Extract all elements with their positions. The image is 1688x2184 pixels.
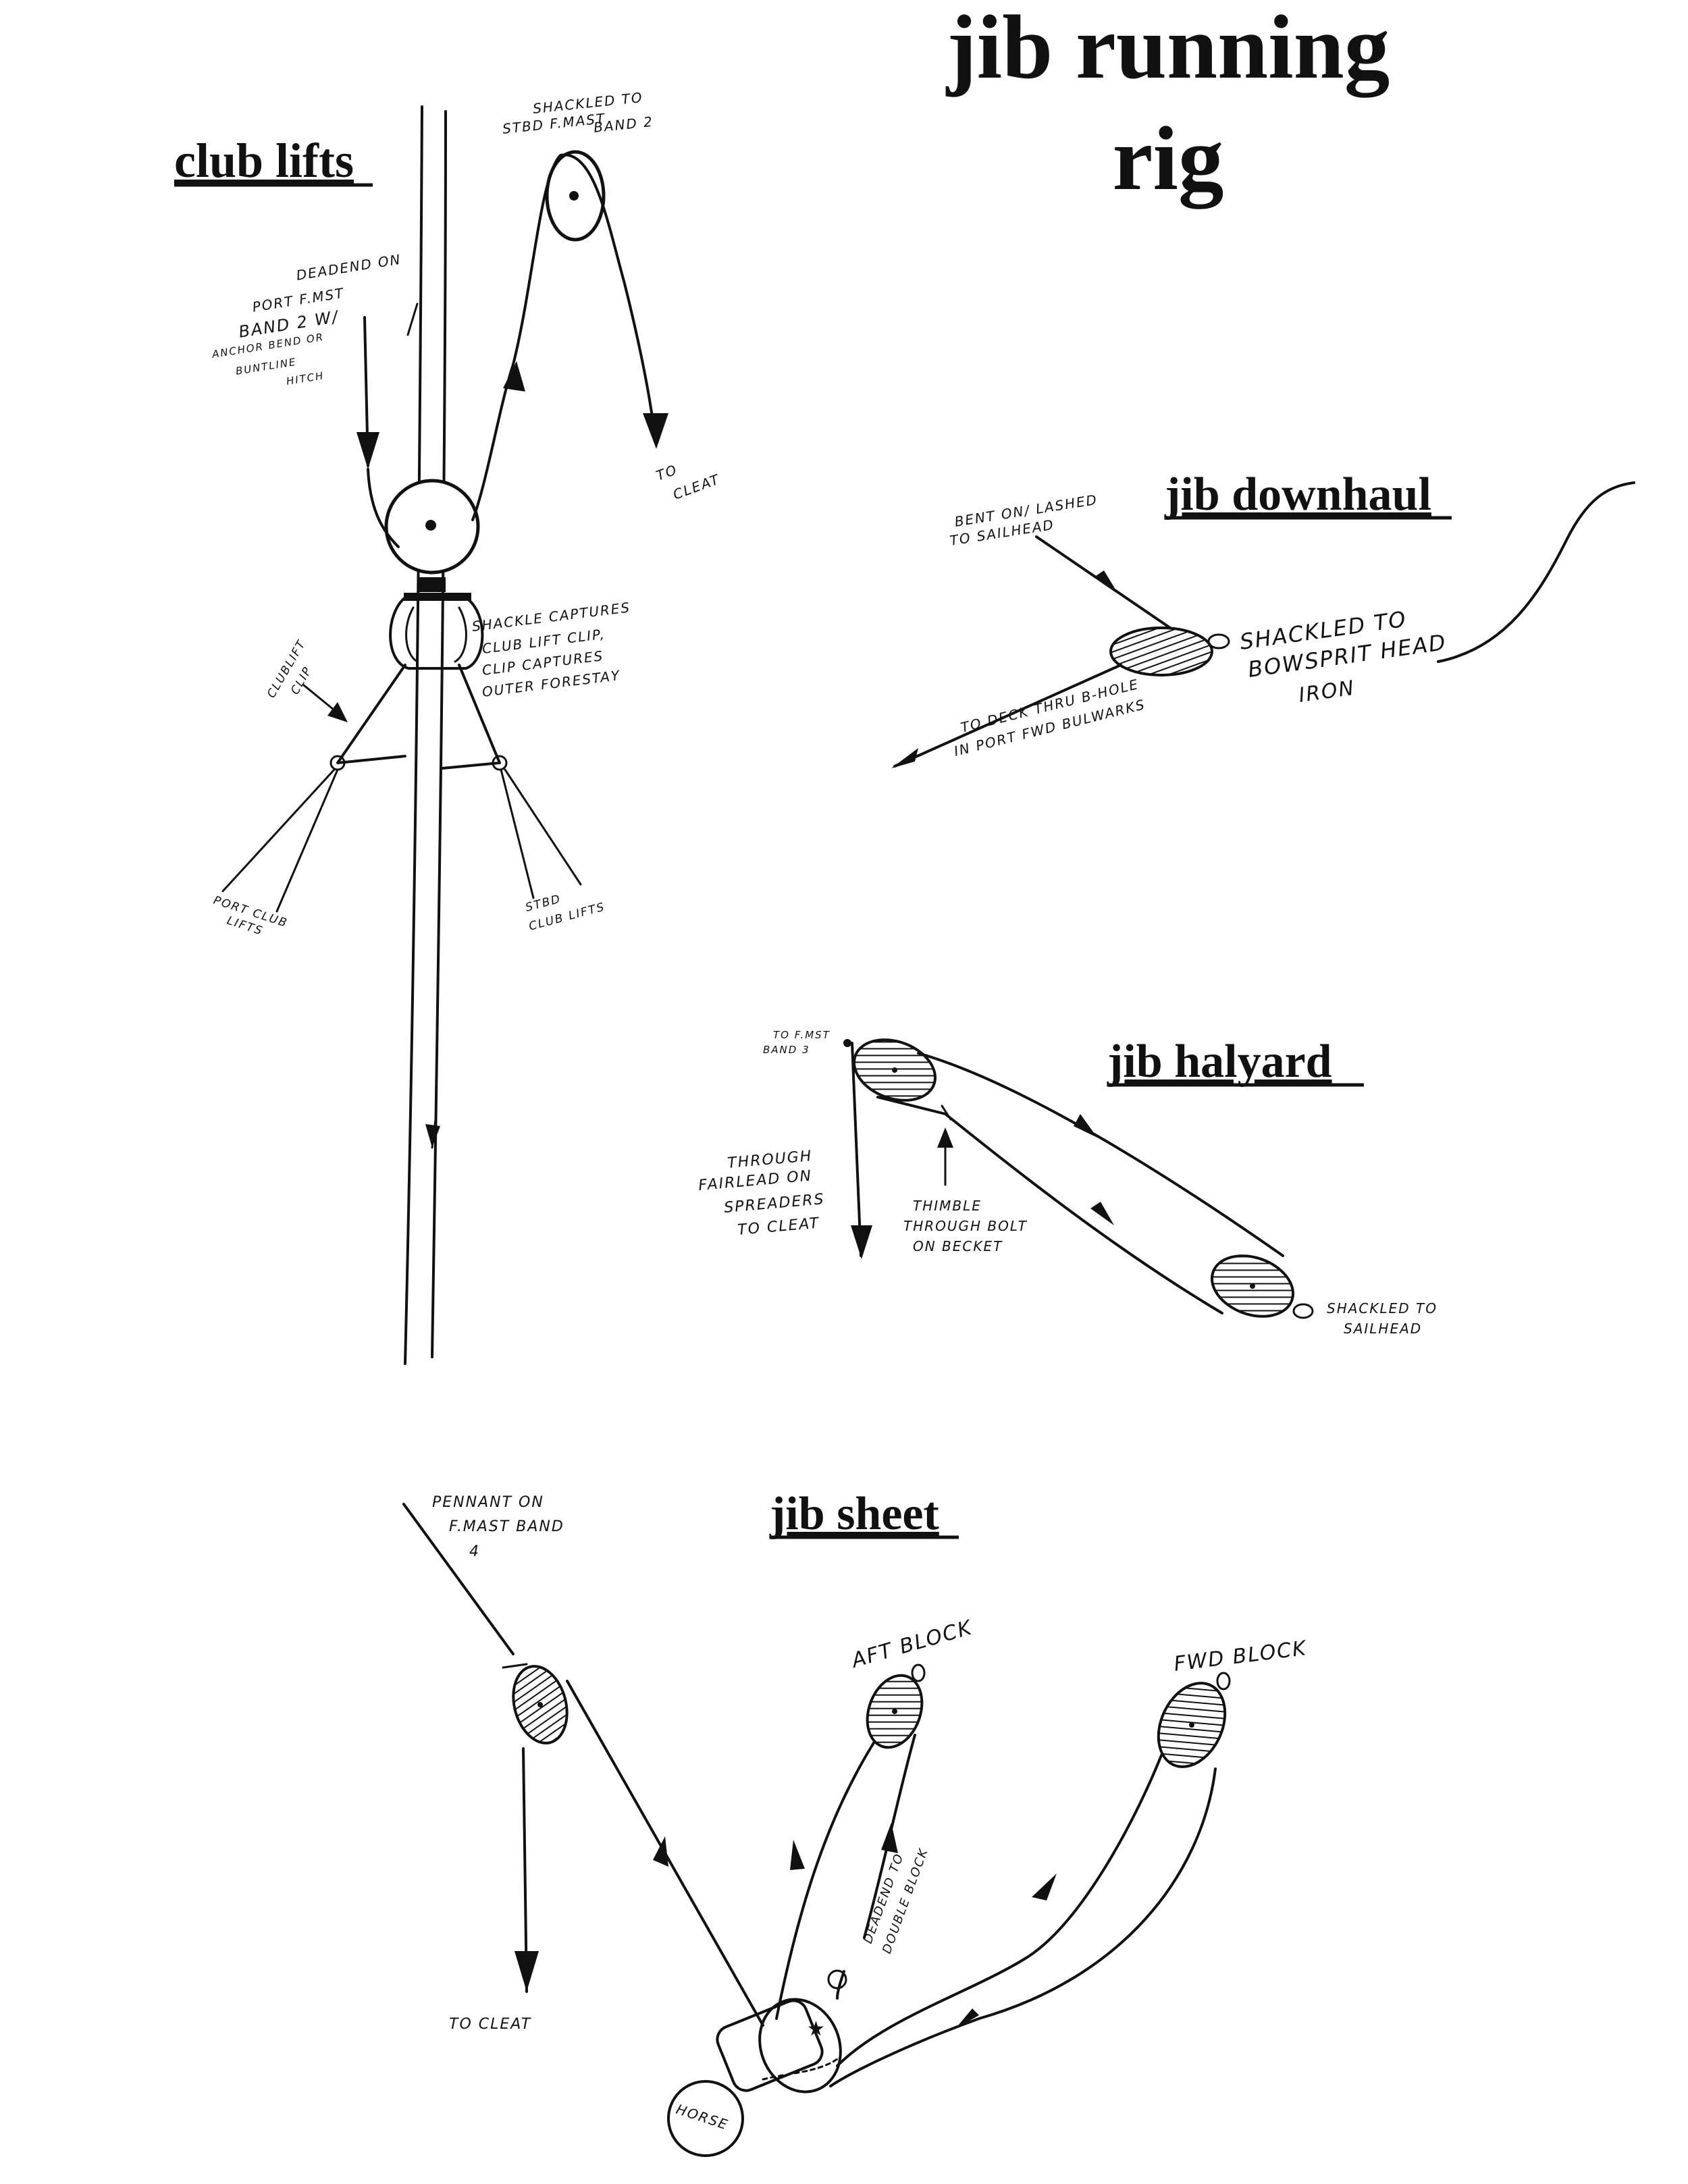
label-pennant-1: PENNANT ON	[432, 1494, 544, 1511]
label-pennant-2: F.MAST BAND	[449, 1518, 564, 1535]
label-thimble-3: ON BECKET	[913, 1238, 1003, 1254]
label-downhaul-shackled-3: IRON	[1297, 676, 1356, 708]
label-deadend-1: DEADEND ON	[295, 251, 402, 284]
label-pennant-3: 4	[469, 1543, 480, 1560]
label-through-fairlead-4: TO CLEAT	[737, 1215, 820, 1239]
mast-lines	[404, 105, 447, 1365]
label-halyard-shackled-2: SAILHEAD	[1344, 1321, 1422, 1337]
downhaul-lower-line	[893, 664, 1122, 768]
label-through-fairlead-3: SPREADERS	[723, 1191, 825, 1217]
label-deadend-6: HITCH	[286, 369, 325, 388]
club-lifts-section: club lifts	[174, 89, 722, 1365]
jib-halyard-section: jib halyard TO F.MST BAN	[697, 1029, 1438, 1337]
label-horse: HORSE	[674, 2101, 731, 2133]
lower-block	[384, 479, 480, 592]
horse	[667, 2080, 744, 2157]
jib-halyard-heading: jib halyard	[1107, 1036, 1332, 1088]
downhaul-block	[1109, 627, 1230, 676]
sail-edge-curve	[1437, 481, 1635, 663]
label-to-fmst-2: BAND 3	[763, 1044, 810, 1056]
label-through-fairlead-2: FAIRLEAD ON	[697, 1167, 813, 1194]
club-lift-clip	[329, 664, 508, 771]
label-sheet-to-cleat: TO CLEAT	[449, 2016, 531, 2033]
svg-text:★: ★	[807, 2017, 825, 2041]
jib-sheet-labels: PENNANT ON F.MAST BAND 4 AFT BLOCK FWD B…	[432, 1494, 1309, 2133]
diagram-title: jib running rig	[945, 0, 1390, 209]
label-halyard-shackled-1: SHACKLED TO	[1327, 1300, 1438, 1316]
shackle	[389, 593, 484, 670]
stbd-club-lift-lines	[500, 768, 582, 899]
title-line-2: rig	[1113, 109, 1224, 209]
title-line-1: jib running	[945, 0, 1390, 98]
label-thimble-2: THROUGH BOLT	[903, 1218, 1028, 1234]
label-fwd-block: FWD BLOCK	[1173, 1636, 1309, 1676]
label-thimble-1: THIMBLE	[913, 1198, 982, 1214]
label-to-cleat-1: TO	[654, 461, 680, 483]
label-to-fmst-1: TO F.MST	[773, 1029, 830, 1041]
downhaul-lower-arrow	[891, 748, 918, 768]
clip-pointer-arrow	[302, 684, 348, 722]
halyard-upper-block	[843, 1038, 937, 1102]
club-lift-rope	[357, 153, 668, 1149]
halyard-lower-block	[1210, 1254, 1314, 1319]
jib-sheet-heading: jib sheet	[769, 1488, 939, 1540]
jib-downhaul-heading: jib downhaul	[1164, 469, 1431, 521]
aft-block	[866, 1663, 926, 1749]
port-club-lift-lines	[221, 768, 339, 913]
label-deadend-5: BUNTLINE	[235, 356, 298, 377]
sheet-ropes	[515, 1680, 1217, 2087]
pennant-block	[512, 1665, 569, 1744]
jib-sheet-section: jib sheet ★	[402, 1488, 1309, 2157]
jib-downhaul-labels: BENT ON/ LASHED TO SAILHEAD SHACKLED TO …	[949, 491, 1448, 760]
club-lifts-heading: club lifts	[174, 134, 354, 188]
pennant-tie	[502, 1663, 528, 1669]
jib-downhaul-section: jib downhaul BENT ON/ LASHED TO SAILHEAD…	[891, 469, 1635, 768]
double-block: ★	[716, 1998, 842, 2094]
label-stbd-club-lifts-1: STBD	[524, 893, 562, 915]
halyard-rope	[851, 1042, 1284, 1314]
downhaul-upper-arrow	[1094, 570, 1117, 593]
label-aft-block: AFT BLOCK	[848, 1616, 976, 1673]
pennant-line	[402, 1503, 515, 1655]
fwd-block	[1157, 1672, 1231, 1768]
label-shackle-captures-1: SHACKLE CAPTURES	[471, 599, 632, 635]
